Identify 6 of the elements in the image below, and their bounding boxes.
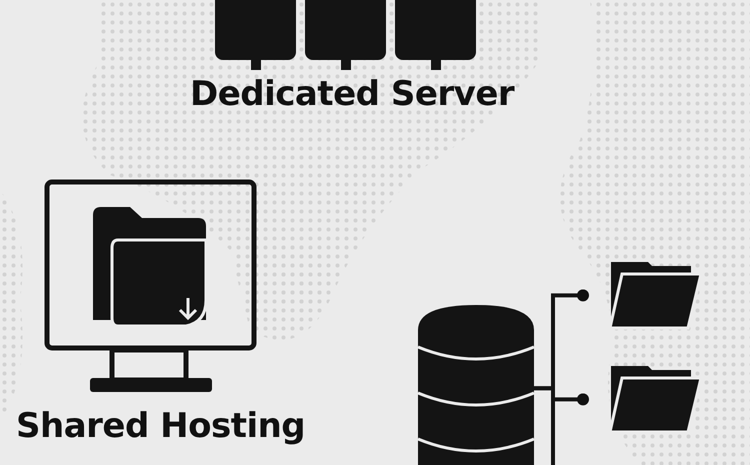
database-icon	[418, 305, 534, 465]
folder-icon	[608, 260, 701, 328]
caption-text: Dedicated Server	[190, 74, 514, 114]
connector-line	[534, 386, 589, 406]
caption-text: Shared Hosting	[16, 406, 306, 446]
folder-icon	[608, 364, 701, 432]
